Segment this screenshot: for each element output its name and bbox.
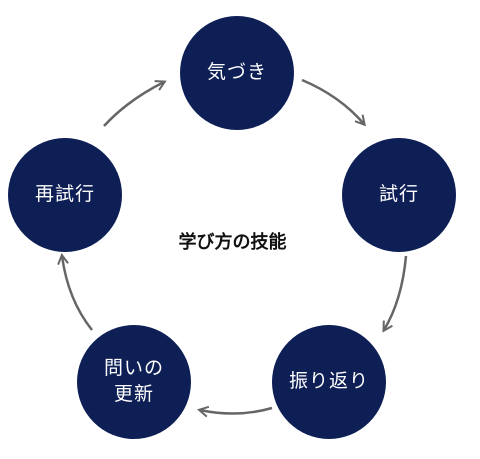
node-toi-no-koushin-label: 問いの 更新 (103, 357, 164, 405)
node-shikou: 試行 (342, 138, 456, 252)
node-furikaeri-label: 振り返り (288, 370, 369, 393)
node-saishikou: 再試行 (8, 138, 122, 252)
node-furikaeri: 振り返り (272, 325, 386, 439)
arrow-furikaeri-to-toi (200, 408, 273, 414)
arrow-shikou-to-furikaeri (384, 255, 408, 330)
node-saishikou-label: 再試行 (34, 183, 95, 206)
diagram-title: 学び方の技能 (178, 232, 287, 253)
arrow-kizuki-to-shikou (301, 78, 364, 124)
node-shikou-label: 試行 (378, 183, 419, 206)
arrow-toi-to-saishikou (62, 256, 93, 331)
node-kizuki: 気づき (180, 16, 294, 130)
node-kizuki-label: 気づき (206, 61, 267, 84)
node-toi-no-koushin: 問いの 更新 (77, 325, 191, 439)
arrow-saishikou-to-kizuki (103, 82, 164, 127)
